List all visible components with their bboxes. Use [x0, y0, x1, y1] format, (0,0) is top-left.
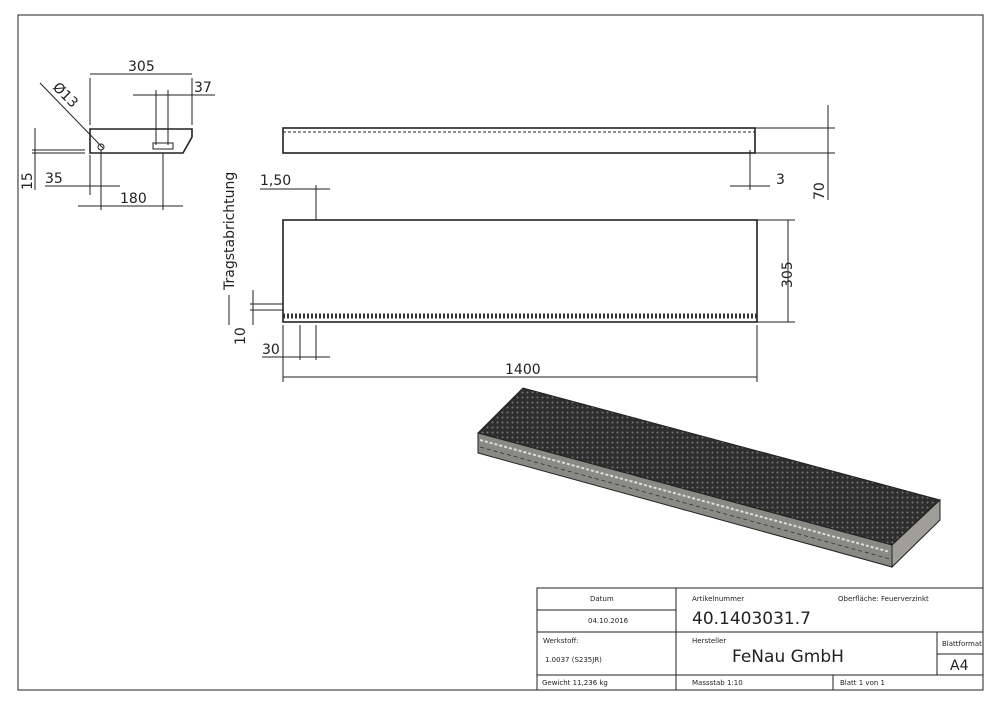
- surface-finish: Oberfläche: Feuerverzinkt: [838, 595, 929, 603]
- front-view: [282, 105, 835, 200]
- weight: Gewicht 11,236 kg: [542, 679, 608, 687]
- dim-side-37: 37: [194, 80, 212, 96]
- format-value: A4: [950, 658, 969, 674]
- manufacturer-name: FeNau GmbH: [732, 647, 844, 667]
- dim-pitch-30: 30: [262, 342, 280, 358]
- dim-side-15: 15: [20, 172, 36, 190]
- date-label: Datum: [590, 595, 614, 603]
- sheet-border: [17, 14, 984, 691]
- format-label: Blattformat: [942, 640, 982, 648]
- material-value: 1.0037 (S235JR): [545, 656, 602, 664]
- dim-side-180: 180: [120, 191, 147, 207]
- dim-length-1400: 1400: [505, 362, 541, 378]
- dim-height-70: 70: [812, 182, 828, 200]
- dim-width-305: 305: [780, 261, 796, 288]
- dim-side-width: 305: [128, 59, 155, 75]
- material-label: Werkstoff:: [543, 637, 579, 645]
- article-number: 40.1403031.7: [692, 609, 811, 629]
- sheet-number: Blatt 1 von 1: [840, 679, 885, 687]
- dim-hole-diameter: Ø13: [49, 80, 81, 112]
- dim-pitch-10: 10: [233, 327, 249, 345]
- dim-side-35: 35: [45, 171, 63, 187]
- isometric-view: [477, 387, 941, 569]
- article-label: Artikelnummer: [692, 595, 744, 603]
- date-value: 04.10.2016: [588, 617, 629, 625]
- dim-flat-3: 3: [776, 172, 785, 188]
- label-load-direction: Tragstabrichtung: [222, 172, 238, 291]
- scale: Massstab 1:10: [692, 679, 743, 687]
- top-view-grating: [250, 185, 795, 382]
- manufacturer-label: Hersteller: [692, 637, 726, 645]
- title-block: [536, 587, 984, 691]
- dim-bar-thickness: 1,50: [260, 173, 291, 189]
- side-view: [32, 73, 215, 210]
